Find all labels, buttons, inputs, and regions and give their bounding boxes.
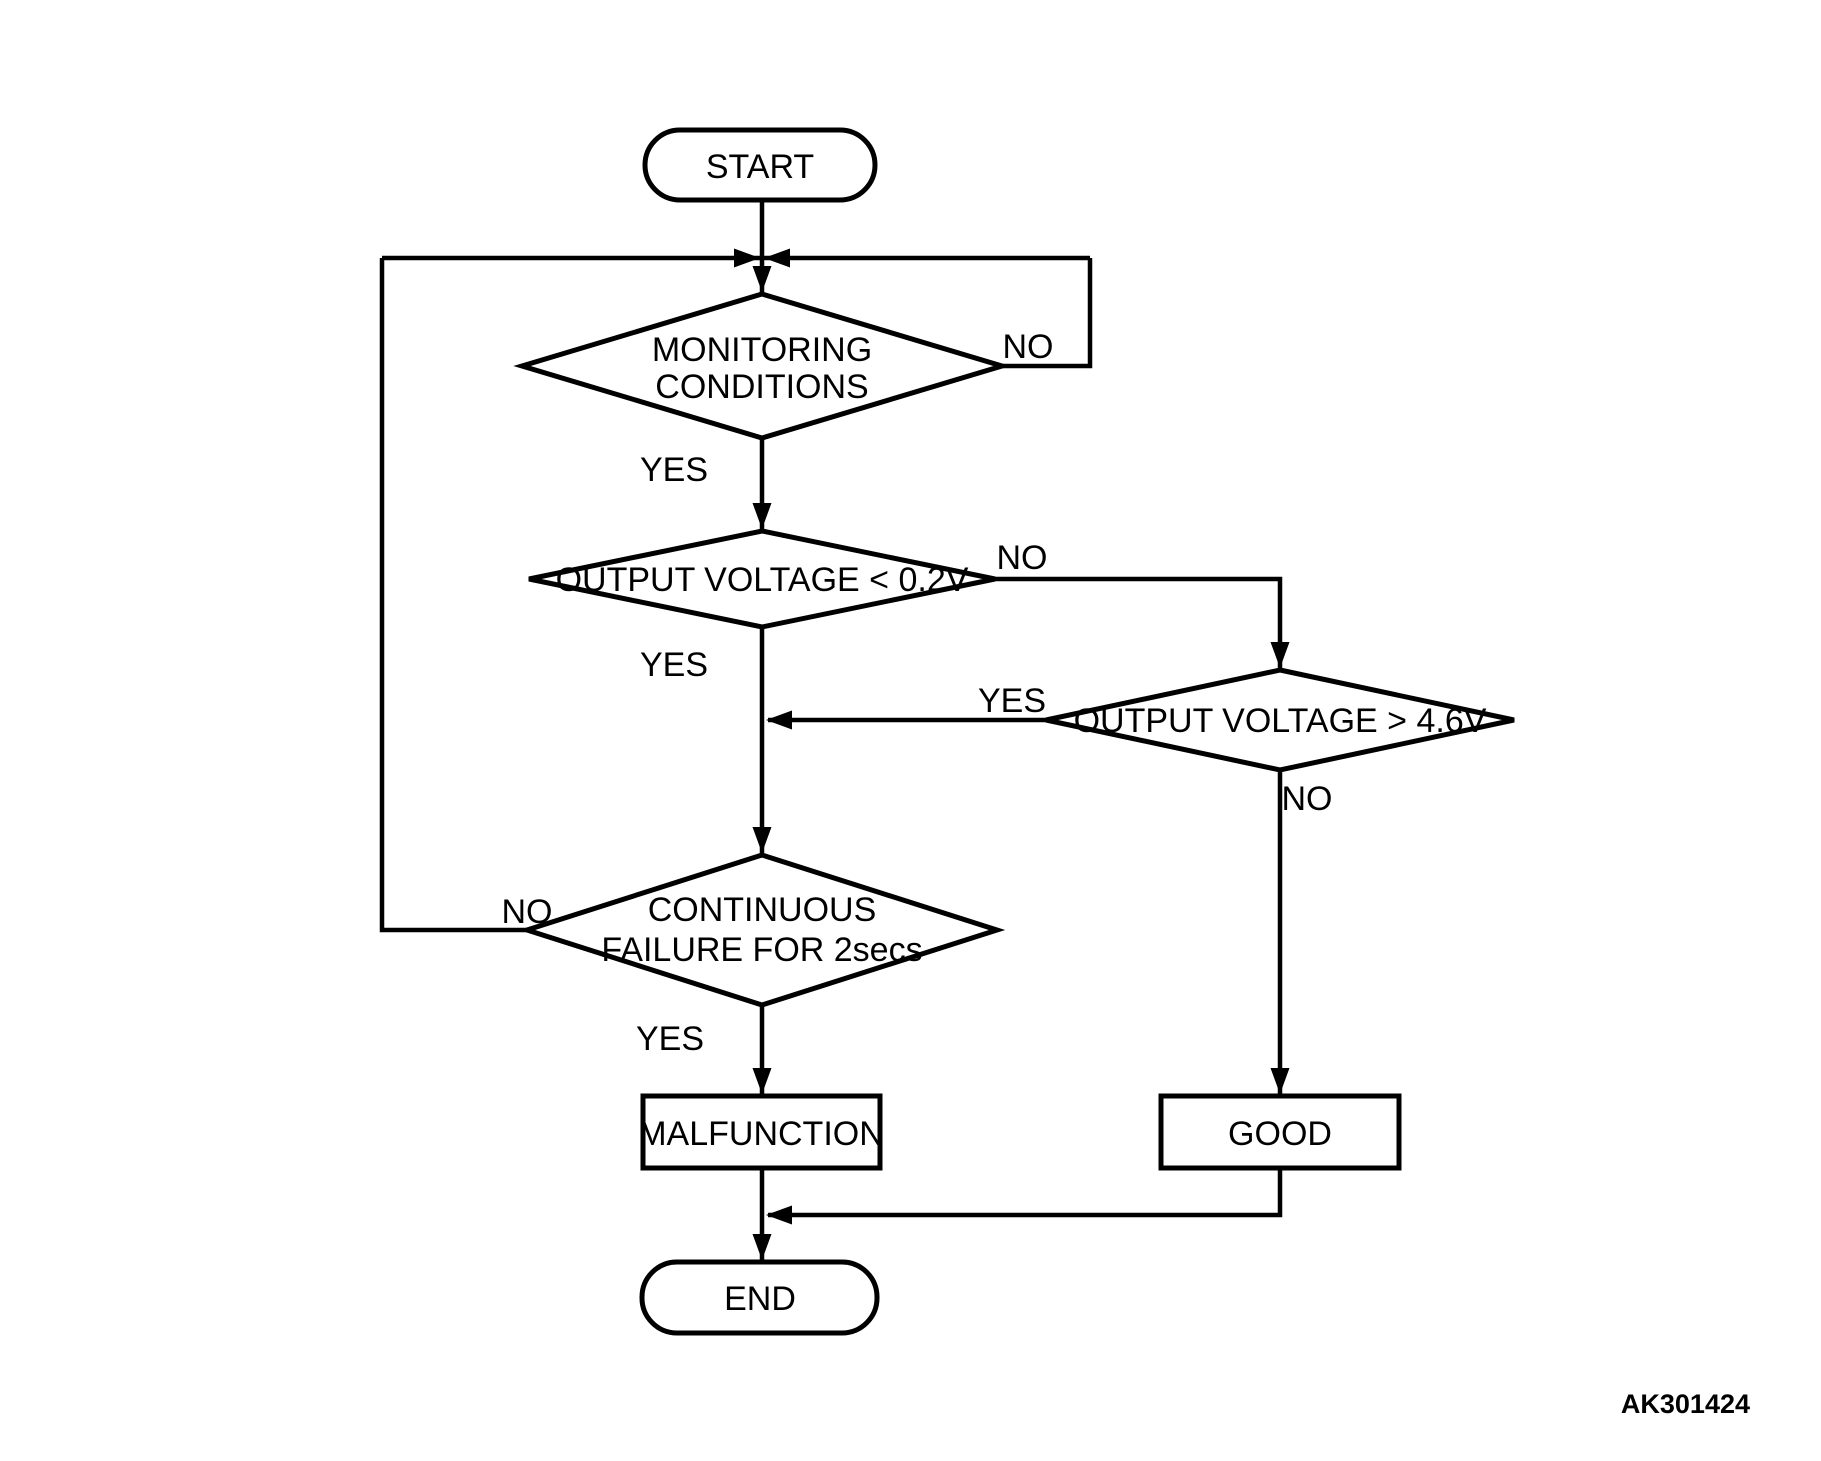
edge-monitoring-no: [1002, 258, 1093, 369]
start-label: START: [706, 148, 814, 186]
voltage-high-decision: [1045, 667, 1515, 773]
arrowhead-into-voltage-high: [1270, 642, 1290, 668]
arrowhead-into-voltage-low: [752, 503, 772, 529]
arrowhead-voltage-high-yes-merge: [766, 710, 792, 730]
arrowhead-left-loop-junction: [734, 248, 760, 268]
continuous-label-line1: CONTINUOUS: [648, 891, 877, 929]
continuous-no-label: NO: [502, 893, 553, 931]
good-process: [1158, 1093, 1402, 1171]
voltage-low-label: OUTPUT VOLTAGE < 0.2V: [556, 561, 969, 599]
arrowhead-into-good: [1270, 1068, 1290, 1094]
malfunction-process: [640, 1093, 883, 1171]
end-terminator: [639, 1259, 880, 1336]
arrowhead-into-malfunction: [752, 1068, 772, 1094]
continuous-label-line2: FAILURE FOR 2secs: [601, 931, 922, 969]
voltage-low-yes-label: YES: [640, 646, 708, 684]
monitoring-label-line1: MONITORING: [652, 331, 872, 369]
voltage-high-no-label: NO: [1282, 780, 1333, 818]
monitoring-no-label: NO: [1003, 328, 1054, 366]
start-terminator: [642, 127, 878, 203]
arrowhead-into-continuous: [752, 827, 772, 853]
voltage-low-no-label: NO: [997, 539, 1048, 577]
voltage-high-yes-label: YES: [978, 682, 1046, 720]
arrowhead-into-monitoring: [752, 266, 772, 292]
figure-code: AK301424: [1621, 1389, 1750, 1419]
arrowhead-good-merge: [766, 1205, 792, 1225]
end-label: END: [724, 1280, 796, 1318]
malfunction-label: MALFUNCTION: [638, 1115, 884, 1153]
continuous-yes-label: YES: [636, 1020, 704, 1058]
continuous-failure-decision: [518, 852, 1006, 1008]
monitoring-conditions-decision: [513, 291, 1011, 441]
arrowhead-right-loop-junction: [764, 248, 790, 268]
voltage-high-label: OUTPUT VOLTAGE > 4.6V: [1074, 702, 1487, 740]
edge-good-to-merge: [768, 1168, 1283, 1218]
arrowhead-into-end: [752, 1234, 772, 1260]
good-label: GOOD: [1228, 1115, 1332, 1153]
voltage-low-decision: [528, 528, 996, 630]
edge-voltage-low-no: [995, 576, 1283, 668]
edge-continuous-no: [379, 258, 527, 933]
monitoring-yes-label: YES: [640, 451, 708, 489]
monitoring-label-line2: CONDITIONS: [655, 368, 868, 406]
